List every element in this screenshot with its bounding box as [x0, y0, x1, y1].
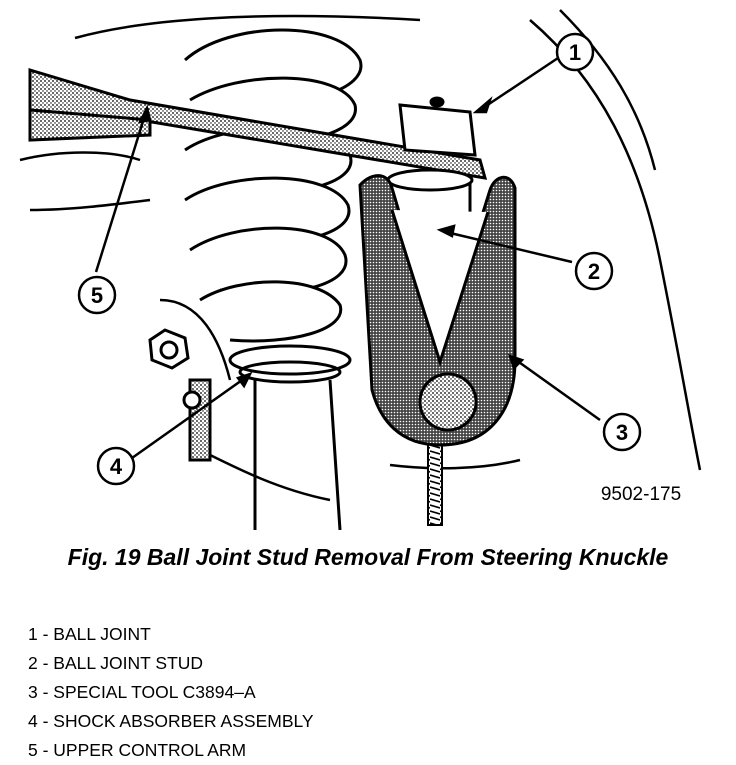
upper-control-arm [28, 67, 488, 180]
legend-item: 3 - SPECIAL TOOL C3894–A [28, 682, 256, 702]
callout-1: 1 [555, 32, 595, 72]
background-structure [19, 9, 702, 502]
shock-absorber [228, 344, 352, 530]
figure-code: 9502-175 [601, 484, 681, 505]
callout-number: 2 [588, 259, 600, 284]
callout-4: 4 [96, 446, 136, 486]
callout-number: 4 [110, 454, 123, 479]
technical-illustration: 1 2 3 4 5 9502-175 [19, 9, 702, 530]
callout-3: 3 [602, 412, 642, 452]
special-tool [358, 174, 517, 447]
callout-number: 3 [616, 420, 628, 445]
leader-lines [94, 56, 601, 460]
coil-spring [184, 28, 363, 343]
callout-number: 1 [569, 40, 581, 65]
callout-2: 2 [574, 251, 614, 291]
callout-number: 5 [91, 283, 103, 308]
callout-5: 5 [77, 275, 117, 315]
legend-item: 2 - BALL JOINT STUD [28, 653, 204, 673]
legend-item: 5 - UPPER CONTROL ARM [28, 740, 247, 760]
figure-caption: Fig. 19 Ball Joint Stud Removal From Ste… [67, 544, 669, 570]
nut-and-bracket [148, 328, 212, 462]
legend-item: 4 - SHOCK ABSORBER ASSEMBLY [28, 711, 314, 731]
legend-item: 1 - BALL JOINT [28, 624, 151, 644]
parts-legend: 1 - BALL JOINT 2 - BALL JOINT STUD 3 - S… [28, 620, 314, 765]
